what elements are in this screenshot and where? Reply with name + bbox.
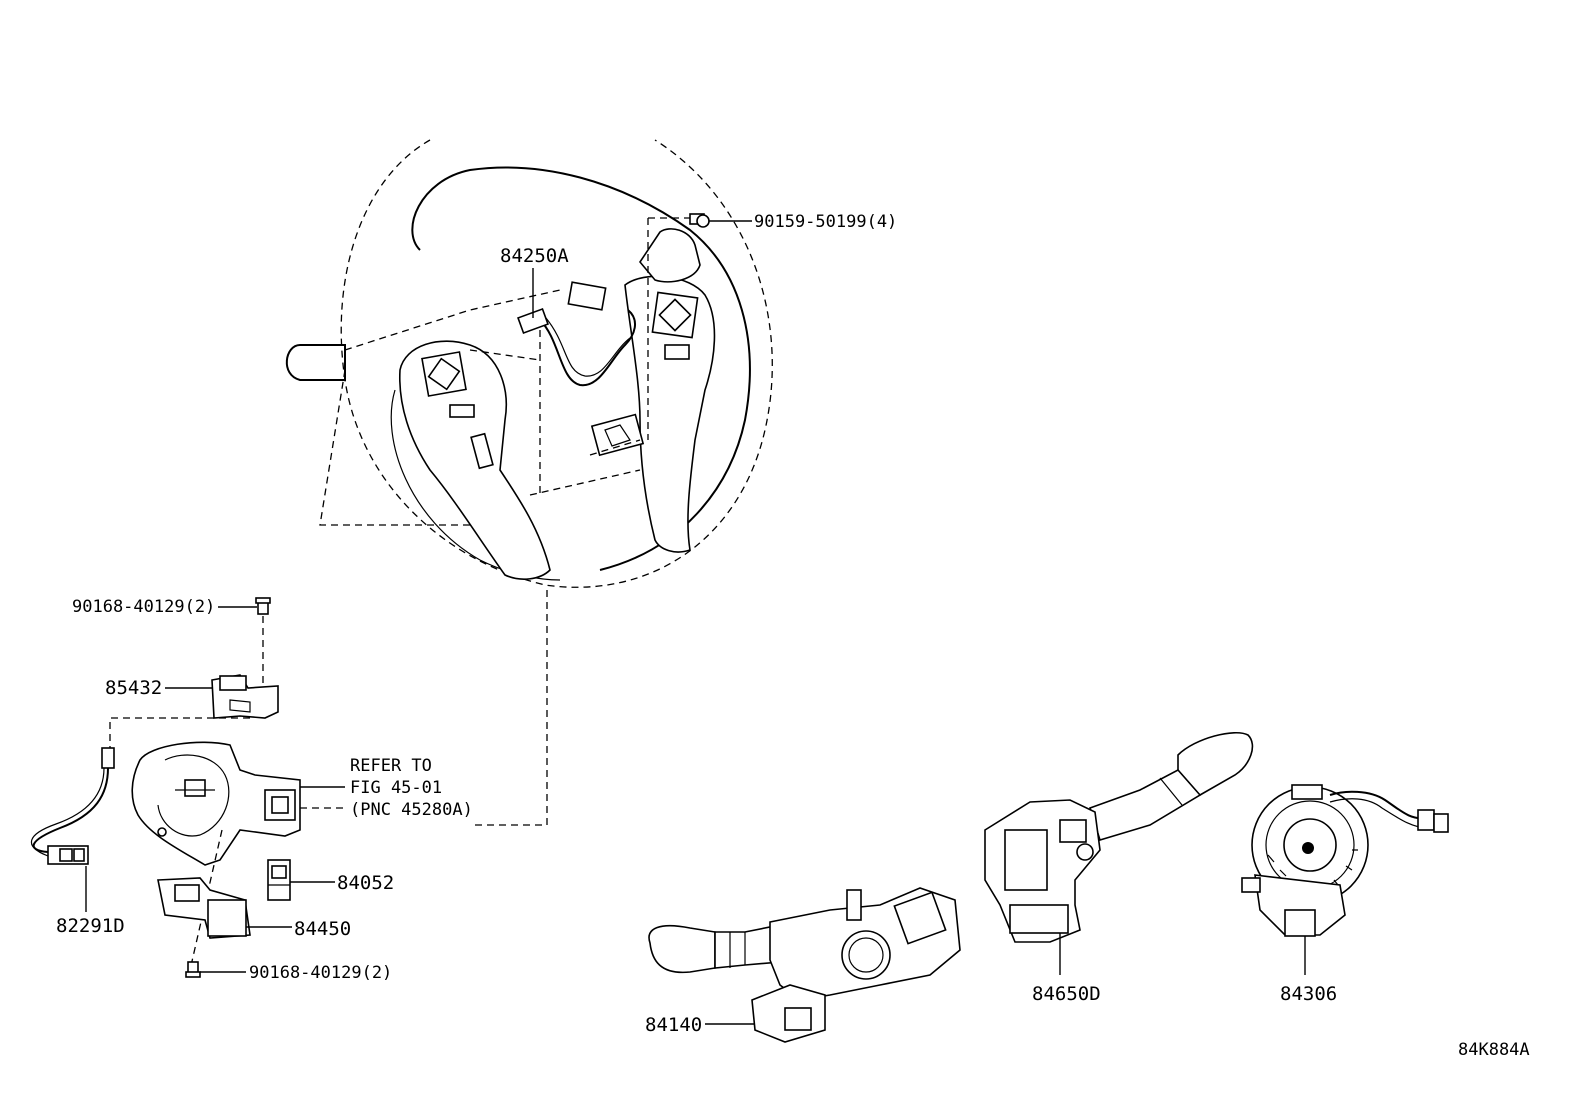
part-84306-harness [1329,790,1426,820]
part-84052-switch [267,859,291,901]
switch-harness-2 [545,317,631,377]
part-84650d-knob [1076,843,1094,861]
part-82291d-wire [32,767,109,853]
steering-wheel-assembly: 90159-50199(4) 84250A [285,139,897,588]
lock-cylinder-core [184,779,206,797]
right-switch-button [658,298,692,332]
part-84306-lower-connector [1284,909,1316,937]
left-switch-button [427,357,461,391]
part-84650d-lever-tip [1177,731,1254,796]
label-refer-line1: REFER TO [350,756,432,776]
label-screw-bottom: 90168-40129(2) [249,963,392,983]
part-84140-post [846,889,862,921]
part-84140-side-block [893,891,947,945]
part-84140-plug [784,1007,812,1031]
screw-bottom-icon [185,961,201,978]
label-84450: 84450 [294,918,351,940]
part-84450-detail [174,884,200,902]
right-small-button [664,344,690,360]
figure-code: 84K884A [1458,1040,1530,1060]
lock-screw-hole [157,827,167,837]
lock-housing-arc [157,754,230,837]
column-outline [319,289,561,526]
part-84650d-clip [1059,819,1087,843]
part-84306-plug-b [1433,813,1449,833]
left-spoke [398,340,551,580]
guide-lower [529,469,641,496]
center-connector [517,308,549,334]
part-84650d-lever [1089,768,1202,841]
lower-bracket [590,413,645,457]
lock-connector-inner [271,796,289,814]
ignition-switch-cluster: 90168-40129(2) 85432 82291D [30,597,473,983]
screw-top-icon [255,597,271,615]
column-shroud [285,344,346,381]
part-84650d-connector [1009,904,1069,934]
part-84650d-lever-ring [1159,769,1201,806]
link-wheel-to-column [470,590,548,826]
switch-harness [539,309,636,387]
part-84140-lever-ring [729,932,746,968]
harness-top-connector [101,747,115,769]
part-84306-plug-a [1417,809,1435,831]
label-84140: 84140 [645,1014,702,1036]
part-82291d-wire-2 [30,767,105,857]
part-82291d-connector [47,845,89,865]
part-84306-top-clip [1291,784,1323,800]
wheel-rim-inner [411,166,751,571]
label-90159-50199: 90159-50199(4) [754,212,897,232]
bolt-icon [689,213,710,228]
part-84306-assembly: 84306 [1241,784,1449,1005]
label-refer-line3: (PNC 45280A) [350,800,473,820]
label-82291d: 82291D [56,915,125,937]
part-84140-bore-inner [848,937,884,973]
left-small-button [449,404,475,418]
upper-lever-stub [639,228,701,283]
label-refer-line2: FIG 45-01 [350,778,442,798]
part-84650d-front [1004,829,1048,891]
part-84450-connector [207,899,247,937]
right-spoke [624,275,716,553]
part-84306-hub-center [1302,842,1314,854]
lower-bracket-detail [604,424,631,447]
part-84306-side-tab [1241,877,1261,893]
part-84306-base [1254,874,1346,936]
part-85432-cap [219,675,247,691]
part-85432-detail [229,699,251,713]
upper-connector [567,281,607,311]
left-lower-button [470,432,494,470]
label-84052: 84052 [337,872,394,894]
wheel-rim-outer [340,139,773,588]
label-85432: 85432 [105,677,162,699]
part-84650d-assembly: 84650D [984,731,1254,1005]
part-84140-assembly: 84140 [645,887,961,1043]
lock-housing [131,741,301,866]
guide-harness [109,717,250,748]
part-84306-harness-2 [1329,798,1429,829]
label-84650d: 84650D [1032,983,1101,1005]
label-84306: 84306 [1280,983,1337,1005]
label-84250a: 84250A [500,245,569,267]
part-84140-lever-tip [648,924,716,974]
guide-lower-right [589,439,641,456]
label-screw-top: 90168-40129(2) [72,597,215,617]
